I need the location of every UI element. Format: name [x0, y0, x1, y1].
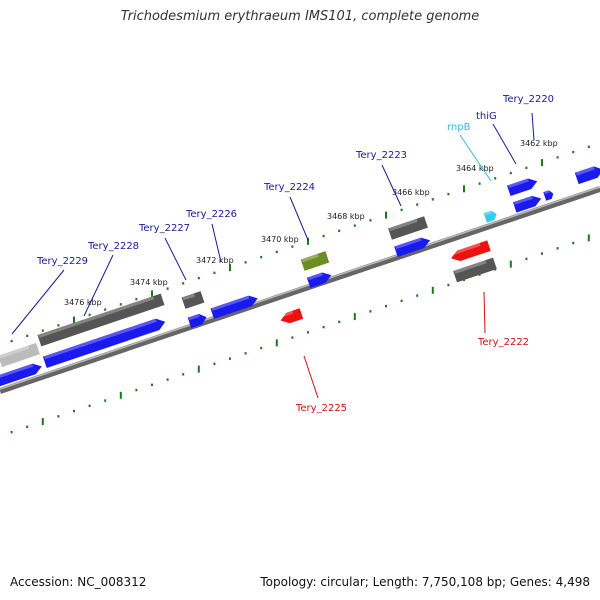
gray-feature-body — [453, 257, 497, 283]
plus-cds-arrow — [394, 237, 431, 257]
plus-cds-arrow-body — [574, 166, 600, 185]
plus-cds-arrow-highlight — [513, 195, 533, 205]
gray-feature-highlight — [389, 218, 418, 232]
plus-cds-arrow — [187, 313, 207, 329]
tick-label: 3472 kbp — [196, 256, 234, 265]
tick-label: 3462 kbp — [520, 139, 558, 148]
minus-cds-arrow-highlight — [279, 310, 294, 318]
plus-cds-arrow — [306, 272, 332, 289]
gene-leader-line — [83, 254, 114, 317]
rna-gene-body — [483, 210, 497, 223]
minus-cds-arrow-body — [451, 240, 491, 262]
plus-cds-arrow-body — [394, 237, 431, 257]
plus-cds-arrow-body — [543, 190, 554, 201]
plus-cds-arrow — [543, 190, 554, 201]
minus-cds-arrow — [450, 240, 491, 262]
gray-feature-highlight — [0, 345, 30, 359]
plus-cds-arrow-highlight — [575, 166, 595, 176]
tick-labels: 3462 kbp 3464 kbp 3466 kbp 3468 kbp 3470 kbp… — [64, 139, 558, 307]
feature-track — [0, 166, 600, 387]
gene-leader-line — [381, 164, 402, 207]
plus-cds-arrow-body — [187, 313, 207, 329]
gene-leader-line — [531, 112, 535, 141]
plus-cds-arrow-highlight — [307, 272, 324, 281]
gene-leader-line — [492, 123, 517, 165]
gray-feature — [0, 342, 40, 368]
rna-gene — [483, 210, 497, 223]
gene-label[interactable]: Tery_2223 — [355, 150, 407, 161]
plus-cds-arrow-body — [0, 363, 42, 387]
minus-cds-arrow-highlight — [450, 242, 481, 256]
tick-label: 3474 kbp — [130, 278, 168, 287]
gene-leader-line — [11, 269, 65, 335]
rna-gene-highlight — [484, 210, 492, 216]
genome-backbone — [0, 186, 600, 394]
plus-cds-arrow-highlight — [395, 237, 422, 250]
plus-cds-arrow-body — [210, 295, 258, 319]
gene-leader-line — [289, 196, 309, 241]
plus-cds-arrow — [512, 195, 542, 213]
gray-feature — [388, 216, 428, 240]
gray-feature — [37, 293, 165, 347]
plus-cds-arrow-highlight — [43, 318, 157, 360]
plus-cds-arrow-highlight — [544, 190, 550, 195]
gray-feature-body — [37, 293, 165, 347]
gene-label[interactable]: Tery_2227 — [138, 223, 190, 234]
gene-label[interactable]: Tery_2224 — [263, 182, 315, 193]
minus-cds-arrow — [279, 308, 304, 324]
gray-feature-body — [388, 216, 428, 240]
tick-label: 3468 kbp — [327, 212, 365, 221]
pseudo-gene-highlight — [301, 253, 319, 263]
plus-cds-arrow-highlight — [0, 363, 34, 379]
plus-cds-arrow-body — [512, 195, 542, 213]
gene-label[interactable]: thiG — [476, 111, 497, 122]
tick-label: 3464 kbp — [456, 164, 494, 173]
gene-label[interactable]: Tery_2228 — [87, 241, 139, 252]
gene-labels: Tery_2220 thiG rnpB Tery_2223Tery_2224Tery_… — [11, 94, 554, 414]
gene-leader-line — [164, 237, 187, 281]
plus-cds-arrow-highlight — [507, 178, 529, 189]
gray-feature-highlight — [182, 293, 195, 301]
accession-text: Accession: NC_008312 — [10, 575, 147, 589]
outer-tick-track — [10, 145, 590, 343]
gene-leader-line — [303, 355, 319, 399]
plus-cds-arrow — [210, 295, 258, 319]
plus-cds-arrow — [574, 166, 600, 185]
tick-label: 3470 kbp — [261, 235, 299, 244]
gray-feature — [453, 257, 497, 283]
plus-cds-arrow-highlight — [211, 295, 250, 311]
gene-leader-line — [211, 223, 222, 263]
tick-label: 3466 kbp — [392, 188, 430, 197]
map-title: Trichodesmium erythraeum IMS101, complet… — [120, 9, 480, 24]
gene-label[interactable]: rnpB — [447, 122, 471, 133]
plus-cds-arrow-body — [306, 272, 332, 289]
plus-cds-arrow-body — [42, 318, 166, 368]
gray-feature-highlight — [38, 296, 155, 338]
plus-cds-arrow-body — [507, 178, 538, 196]
gene-leader-line — [459, 134, 492, 182]
genome-backbone-highlight — [0, 186, 600, 390]
genome-stats-text: Topology: circular; Length: 7,750,108 bp… — [260, 575, 590, 589]
pseudo-gene — [300, 251, 330, 271]
gene-label[interactable]: Tery_2220 — [502, 94, 554, 105]
plus-cds-arrow — [0, 363, 42, 387]
minus-cds-arrow-body — [280, 308, 304, 324]
pseudo-gene-body — [300, 251, 330, 271]
gray-feature-body — [181, 291, 205, 309]
gray-feature — [181, 291, 205, 309]
gene-label[interactable]: Tery_2225 — [295, 403, 347, 414]
gene-label[interactable]: Tery_2222 — [477, 337, 529, 348]
gray-feature-body — [0, 342, 40, 368]
gene-label[interactable]: Tery_2229 — [36, 256, 88, 267]
plus-cds-arrow-highlight — [188, 313, 200, 321]
gray-feature-highlight — [454, 260, 487, 274]
tick-label: 3476 kbp — [64, 298, 102, 307]
gene-label[interactable]: Tery_2226 — [185, 209, 237, 220]
gene-leader-line — [483, 291, 486, 334]
plus-cds-arrow — [42, 318, 166, 368]
plus-cds-arrow — [507, 178, 538, 196]
